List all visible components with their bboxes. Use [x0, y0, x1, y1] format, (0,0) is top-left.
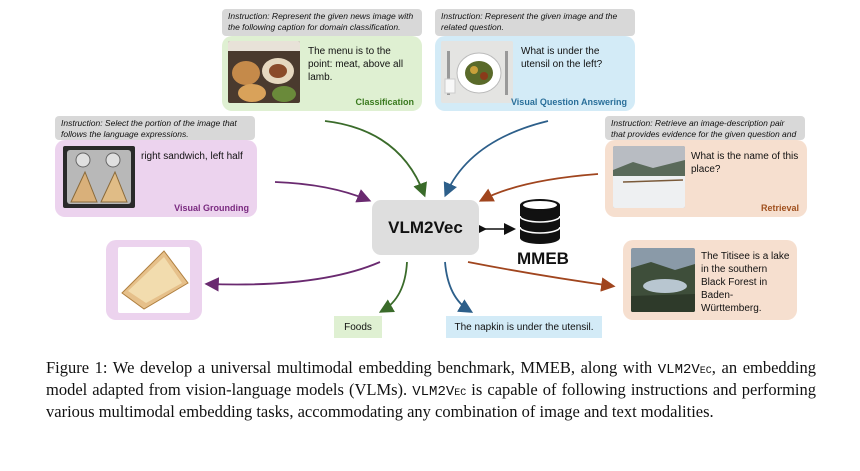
caption-model-name: VLM2Vec	[657, 362, 712, 378]
arrow-sandwich-out	[204, 261, 381, 292]
output-titisee-card: The Titisee is a lake in the southern Bl…	[623, 240, 797, 320]
grounding-expression: right sandwich, left half	[141, 151, 243, 162]
figure-caption: Figure 1: We develop a universal multimo…	[46, 358, 816, 422]
vlm2vec-model-box: VLM2Vec	[372, 200, 479, 255]
classification-card: The menu is to the point: meat, above al…	[222, 36, 422, 111]
mmeb-label: MMEB	[517, 249, 569, 268]
arrow-vqa-in	[443, 120, 549, 198]
titisee-description: The Titisee is a lake in the southern Bl…	[701, 251, 790, 314]
output-napkin: The napkin is under the utensil.	[446, 316, 602, 338]
arrow-retrieval-in	[478, 173, 599, 202]
arrow-classification-in	[324, 120, 427, 198]
caption-tail: is capable of following instructions and…	[46, 380, 817, 421]
retrieval-card: What is the name of this place? Retrieva…	[605, 140, 807, 217]
plate-image	[441, 41, 513, 103]
caption-mid: , an embedding model adapted from vision…	[46, 358, 817, 399]
sandwich-tray-image	[63, 146, 135, 208]
instruction-vqa: Instruction: Represent the given image a…	[435, 9, 635, 36]
grounding-label: Visual Grounding	[174, 203, 249, 213]
vqa-card: What is under the utensil on the left? V…	[435, 36, 635, 111]
instruction-retrieval: Instruction: Retrieve an image-descripti…	[605, 116, 805, 150]
classification-caption: The menu is to the point: meat, above al…	[308, 46, 404, 83]
grounding-card: right sandwich, left half Visual Groundi…	[55, 140, 257, 217]
food-news-image	[228, 41, 300, 103]
instruction-grounding: Instruction: Select the portion of the i…	[55, 116, 255, 140]
retrieval-label: Retrieval	[760, 203, 799, 213]
database-icon	[519, 199, 561, 244]
arrow-titisee-out	[467, 261, 616, 292]
output-sandwich-card	[106, 240, 202, 320]
retrieval-question: What is the name of this place?	[691, 151, 799, 175]
arrow-grounding-in	[274, 181, 372, 203]
classification-label: Classification	[355, 97, 414, 107]
titisee-image	[631, 248, 695, 312]
caption-lead: Figure 1: We develop a universal multimo…	[46, 358, 653, 377]
arrow-napkin-out	[444, 261, 474, 313]
sandwich-half-image	[118, 247, 190, 313]
instruction-classification: Instruction: Represent the given news im…	[222, 9, 422, 36]
output-foods: Foods	[334, 316, 382, 338]
vqa-question: What is under the utensil on the left?	[521, 46, 603, 70]
snow-lake-image	[613, 146, 685, 208]
vqa-label: Visual Question Answering	[510, 97, 627, 107]
caption-model-name-2: VLM2Vec	[412, 384, 467, 400]
arrow-foods-out	[378, 261, 408, 313]
